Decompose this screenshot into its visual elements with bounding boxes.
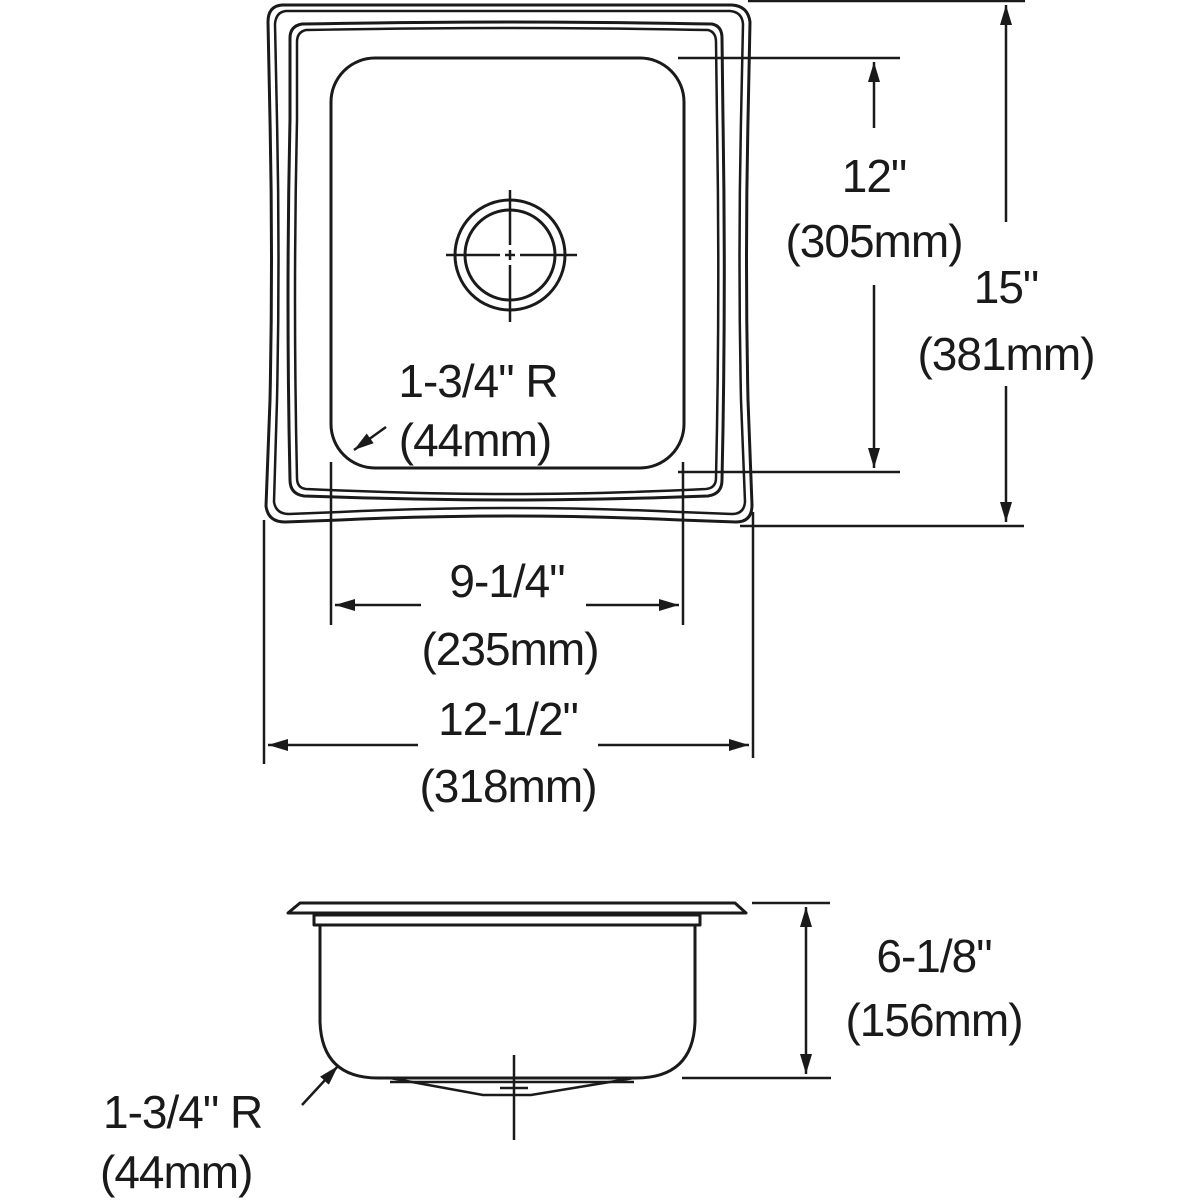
side-corner-radius-imperial: 1-3/4" R (103, 1086, 262, 1138)
bowl-depth-metric: (156mm) (845, 994, 1022, 1046)
drain-outlet (389, 1076, 635, 1097)
bowl-length-metric: (305mm) (785, 215, 962, 267)
corner-radius-leader-arrow (353, 425, 387, 452)
overall-length-imperial: 15" (974, 261, 1039, 313)
bowl-width-imperial: 9-1/4" (449, 555, 564, 607)
sink-flange (286, 901, 748, 915)
sink-deck-rim (286, 20, 726, 502)
side-corner-radius-leader-arrow (301, 1065, 339, 1106)
overall-width-metric: (318mm) (419, 760, 596, 812)
top-corner-radius-imperial: 1-3/4" R (398, 355, 557, 407)
bowl-length-imperial: 12" (842, 150, 907, 202)
bowl-length-dimension: 12" (305mm) (678, 56, 964, 474)
drain-crosshair-icon (446, 190, 577, 322)
overall-length-dimension: 15" (381mm) (740, 0, 1096, 528)
overall-length-metric: (381mm) (917, 328, 1094, 380)
bowl-width-dimension: 9-1/4" (235mm) (329, 462, 685, 675)
side-view: 1-3/4" R (44mm) 6-1/8" (156mm) (100, 901, 1024, 1198)
top-corner-radius-metric: (44mm) (399, 414, 551, 466)
bowl-depth-dimension: 6-1/8" (156mm) (682, 901, 1024, 1080)
top-view: 1-3/4" R (44mm) 12" (305mm) 15" (381mm) (262, 0, 1096, 812)
bowl-depth-imperial: 6-1/8" (876, 930, 991, 982)
bowl-width-metric: (235mm) (421, 623, 598, 675)
sink-deck-rim-inner-line (293, 26, 720, 496)
sink-bowl-profile (318, 925, 697, 1080)
overall-width-dimension: 12-1/2" (318mm) (262, 512, 755, 812)
sink-outer-rim-inner-line (272, 9, 747, 516)
overall-width-imperial: 12-1/2" (438, 693, 578, 745)
sink-flange-lip (312, 913, 702, 927)
sink-bowl-outline (329, 56, 686, 470)
side-corner-radius-metric: (44mm) (100, 1146, 252, 1198)
sink-outer-rim (264, 3, 754, 524)
